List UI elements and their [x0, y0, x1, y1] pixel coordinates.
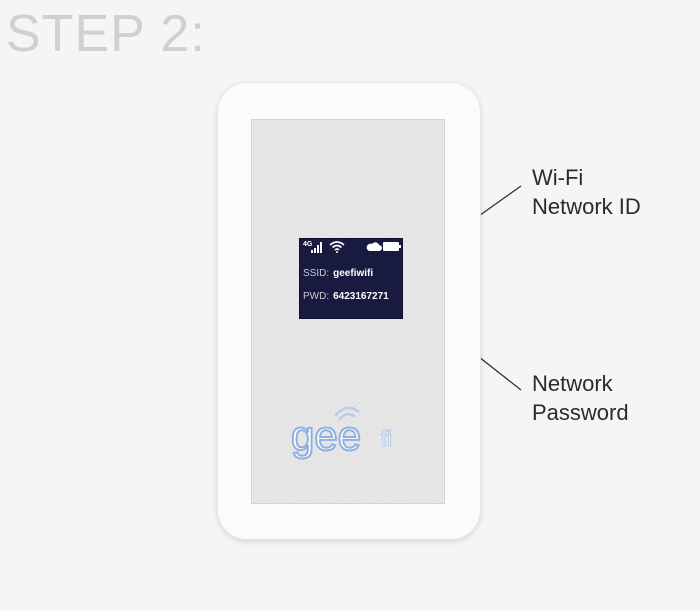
ssid-row: SSID:geefiwifi — [303, 268, 373, 280]
ssid-label: SSID: — [303, 268, 330, 279]
password-callout-line-2: Password — [532, 400, 629, 425]
password-label: PWD: — [303, 291, 330, 302]
wifi-icon — [329, 241, 345, 253]
wifi-callout-line-2: Network ID — [532, 194, 641, 219]
geefi-logo: gee fi — [290, 406, 393, 460]
network-type-label: 4G — [303, 241, 313, 248]
hotspot-device: 4G SSID:geefiwifi — [217, 82, 481, 540]
signal-icon — [311, 242, 322, 253]
device-screen: 4G SSID:geefiwifi — [299, 238, 403, 319]
wifi-callout-line-1: Wi-Fi — [532, 165, 584, 190]
password-callout-line-1: Network — [532, 371, 613, 396]
battery-icon — [383, 242, 401, 251]
password-row: PWD:6423167271 — [303, 291, 389, 303]
cloud-icon — [366, 242, 382, 251]
logo-text-main: gee — [291, 412, 361, 459]
password-value: 6423167271 — [333, 291, 389, 302]
screen-status-bar: 4G — [303, 241, 401, 255]
step-title: STEP 2: — [6, 5, 206, 63]
ssid-value: geefiwifi — [333, 268, 374, 279]
network-password-callout: Network Password — [532, 369, 629, 427]
wifi-network-id-callout: Wi-Fi Network ID — [532, 163, 641, 221]
logo-text-small: fi — [381, 426, 392, 451]
